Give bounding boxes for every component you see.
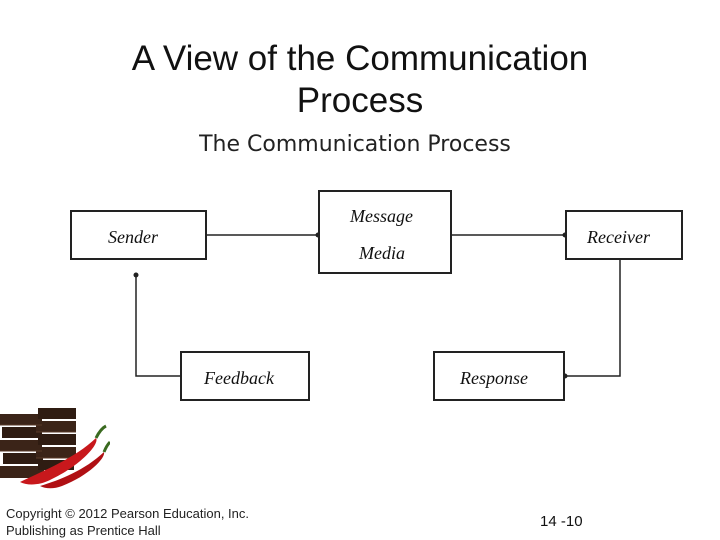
- chocolate-pepper-image: [0, 400, 110, 490]
- sender-label: Sender: [108, 227, 158, 248]
- receiver-label: Receiver: [587, 227, 650, 248]
- page-number: 14 -10: [540, 513, 583, 530]
- connector-dot: [134, 273, 139, 278]
- feedback-to-sender-line: [136, 275, 180, 376]
- media-label: Media: [359, 243, 405, 264]
- receiver-to-response-line: [565, 260, 620, 376]
- copyright-line2: Publishing as Prentice Hall: [6, 522, 249, 539]
- message-label: Message: [350, 206, 413, 227]
- feedback-label: Feedback: [204, 368, 274, 389]
- copyright-line1: Copyright © 2012 Pearson Education, Inc.: [6, 505, 249, 522]
- response-label: Response: [460, 368, 528, 389]
- copyright-footer: Copyright © 2012 Pearson Education, Inc.…: [6, 505, 249, 539]
